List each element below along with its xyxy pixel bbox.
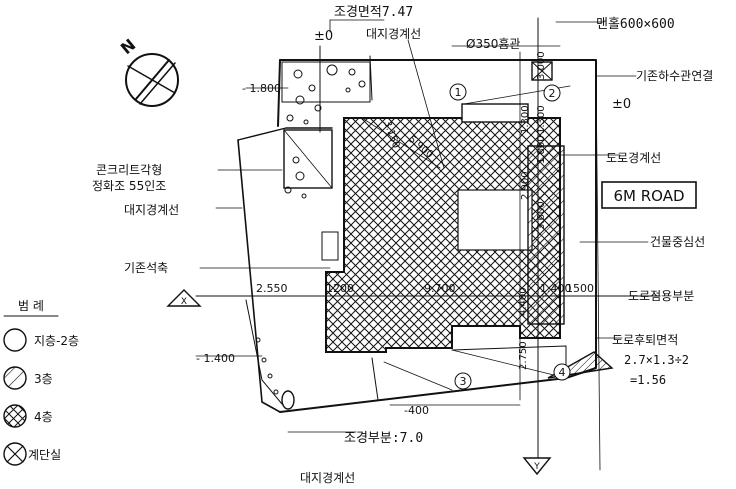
legend-swatch-4 xyxy=(3,442,27,466)
manhole-label: 맨홀600×600 xyxy=(596,17,675,32)
zero-level-top: ±0 xyxy=(314,29,333,44)
level-1800: - 1.800 xyxy=(242,82,281,95)
dimension-lines xyxy=(195,17,661,471)
landscape-part-label: 조경부분:7.0 xyxy=(344,431,423,446)
site-boundary-left-label: 대지경계선 xyxy=(124,203,179,217)
dim-1200: 1200 xyxy=(326,282,354,295)
dim-2550: 2.550 xyxy=(256,282,288,295)
dim-v-2750: 2.750 xyxy=(518,341,529,370)
annotations: 조경면적7.47 ±0 대지경계선 Ø350흄관 맨홀600×600 기존하수관… xyxy=(92,5,713,485)
circle-marker-2: 2 xyxy=(549,87,556,100)
stone-wall xyxy=(245,231,339,410)
legend-swatch-1 xyxy=(3,328,27,352)
north-label: N xyxy=(117,35,139,58)
setback-label-3: =1.56 xyxy=(630,373,666,387)
septic-label-2: 정화조 55인조 xyxy=(92,179,166,193)
site-boundary-bottom-label: 대지경계선 xyxy=(300,471,355,485)
dim-v-1300a: 1.300 xyxy=(536,105,547,134)
dim-1500: 1500 xyxy=(566,282,594,295)
north-arrow: N xyxy=(117,35,179,107)
circle-marker-1: 1 xyxy=(455,86,462,99)
septic-tank xyxy=(283,129,333,189)
legend-swatch-2 xyxy=(3,366,27,390)
legend-label-4: 계단실 xyxy=(28,448,61,462)
zero-level-right: ±0 xyxy=(612,97,631,112)
dim-v-2900: 2.900 xyxy=(520,171,531,200)
setback-label-1: 도로후퇴면적 xyxy=(612,333,678,347)
marker-y: Y xyxy=(533,462,540,472)
dimension-values: 2.550 1200 9.700 1.400 1500 3.000 1.300 … xyxy=(256,51,594,370)
dim-v-3600: 3.600 xyxy=(536,201,547,230)
setback-label-2: 2.7×1.3÷2 xyxy=(624,353,689,367)
legend-label-3: 4층 xyxy=(34,410,53,424)
markers: X Y 1 2 3 4 xyxy=(166,83,571,476)
dim-9700: 9.700 xyxy=(424,282,456,295)
circle-marker-4: 4 xyxy=(559,366,566,379)
lower-yard xyxy=(371,345,614,401)
road-box: 6M ROAD xyxy=(601,181,697,209)
level-400: -400 xyxy=(404,404,429,417)
legend-label-1: 지층-2층 xyxy=(34,334,79,348)
manhole xyxy=(531,61,553,81)
road-boundary-label: 도로경계선 xyxy=(606,151,661,165)
level-1400: - 1.400 xyxy=(196,352,235,365)
circle-marker-3: 3 xyxy=(460,375,467,388)
septic-label-1: 콘크리트각형 xyxy=(96,163,162,177)
legend-label-2: 3층 xyxy=(34,372,53,386)
sewer-label: 기존하수관연결 xyxy=(636,69,713,83)
stone-wall-label: 기존석축 xyxy=(124,261,168,275)
road-label: 6M ROAD xyxy=(613,187,684,205)
building-center-label: 건물중심선 xyxy=(650,235,705,249)
legend-swatch-3 xyxy=(3,404,27,428)
legend: 범 례 지층-2층 3층 4층 계단실 xyxy=(3,299,79,466)
legend-title: 범 례 xyxy=(18,299,44,313)
site-boundary-top-label: 대지경계선 xyxy=(366,27,421,41)
dim-v-4400: 4.400 xyxy=(518,287,529,316)
pipe-label: Ø350흄관 xyxy=(466,37,520,51)
dim-v-1800: 1.800 xyxy=(536,135,547,164)
marker-x: X xyxy=(181,297,187,307)
dim-v-3000: 3.000 xyxy=(536,51,547,80)
road-use-label: 도로점용부분 xyxy=(628,289,694,303)
landscape-area-top xyxy=(281,61,371,199)
dim-v-1300b: 1.300 xyxy=(520,105,531,134)
dim-1400: 1.400 xyxy=(540,282,572,295)
landscape-area-label: 조경면적7.47 xyxy=(334,5,413,20)
